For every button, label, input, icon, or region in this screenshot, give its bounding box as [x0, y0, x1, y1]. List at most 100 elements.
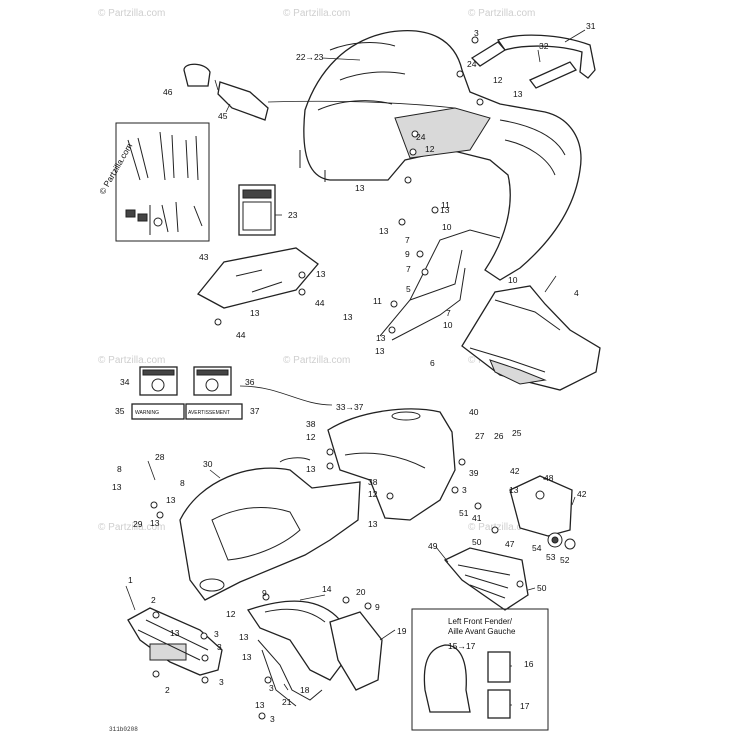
- callout-49: 49: [428, 541, 438, 551]
- callout-3: 3: [214, 629, 219, 639]
- footrest-49[interactable]: [443, 547, 529, 611]
- callout-13: 13: [509, 485, 519, 495]
- callout-31: 31: [586, 21, 596, 31]
- callout-47: 47: [505, 539, 515, 549]
- callout-37: 37: [250, 406, 260, 416]
- callout-16: 16: [524, 659, 534, 669]
- callout-9: 9: [375, 602, 380, 612]
- callout-44: 44: [236, 330, 246, 340]
- leader-lines: [125, 29, 586, 706]
- callout-25: 25: [512, 428, 522, 438]
- callout-34: 34: [120, 377, 130, 387]
- callout-13: 13: [343, 312, 353, 322]
- front-fender-30[interactable]: [179, 457, 361, 601]
- callout-28: 28: [155, 452, 165, 462]
- callout-13: 13: [112, 482, 122, 492]
- callout-13: 13: [166, 495, 176, 505]
- callout-22-23: 22→23: [296, 52, 324, 62]
- watermark-text: © Partzilla.com: [468, 522, 535, 533]
- callout-3: 3: [462, 485, 467, 495]
- callout-46: 46: [163, 87, 173, 97]
- callout-13: 13: [513, 89, 523, 99]
- support-bracket-6[interactable]: [379, 229, 501, 341]
- callout-13: 13: [150, 518, 160, 528]
- callout-10: 10: [443, 320, 453, 330]
- callout-17: 17: [520, 701, 530, 711]
- callout-7: 7: [406, 264, 411, 274]
- front-bumper-1[interactable]: [127, 607, 223, 676]
- watermark-text: © Partzilla.com: [468, 8, 535, 19]
- inset-ref: 15→17: [448, 641, 476, 651]
- callout-13: 13: [375, 346, 385, 356]
- callout-27: 27: [475, 431, 485, 441]
- callout-54: 54: [532, 543, 542, 553]
- callout-32: 32: [539, 41, 549, 51]
- watermark-text: © Partzilla.com: [98, 8, 165, 19]
- decal-23[interactable]: [238, 184, 276, 236]
- callout-40: 40: [469, 407, 479, 417]
- callout-6: 6: [430, 358, 435, 368]
- inset-title-1: Left Front Fender/: [448, 617, 513, 626]
- callout-4: 4: [574, 288, 579, 298]
- callout-2: 2: [151, 595, 156, 605]
- callout-23: 23: [288, 210, 298, 220]
- callout-20: 20: [356, 587, 366, 597]
- callout-10: 10: [508, 275, 518, 285]
- callout-13: 13: [239, 632, 249, 642]
- callout-3: 3: [219, 677, 224, 687]
- callout-26: 26: [494, 431, 504, 441]
- callout-13: 13: [250, 308, 260, 318]
- rear-mudguard-4[interactable]: [461, 285, 601, 391]
- mud-flap-19[interactable]: [329, 611, 383, 691]
- callout-51: 51: [459, 508, 469, 518]
- callout-21: 21: [282, 697, 292, 707]
- pulley-53-54[interactable]: [547, 532, 576, 550]
- left-front-fender-inset: Left Front Fender/ Aille Avant Gauche: [411, 608, 549, 731]
- callout-29: 29: [133, 519, 143, 529]
- watermark-text: © Partzilla.com: [283, 355, 350, 366]
- bracket-32[interactable]: [528, 61, 578, 89]
- callout-12: 12: [368, 489, 378, 499]
- callout-10: 10: [442, 222, 452, 232]
- callout-13: 13: [255, 700, 265, 710]
- callout-12: 12: [306, 432, 316, 442]
- callout-3: 3: [269, 683, 274, 693]
- callout-45: 45: [218, 111, 228, 121]
- callout-24: 24: [467, 59, 477, 69]
- drawing-code: 311b0208: [109, 726, 138, 733]
- callout-5: 5: [406, 284, 411, 294]
- front-left-fender-14[interactable]: [246, 600, 346, 681]
- callout-2: 2: [165, 685, 170, 695]
- callout-12: 12: [493, 75, 503, 85]
- clip-46[interactable]: [183, 63, 211, 87]
- callout-7: 7: [446, 308, 451, 318]
- callout-3: 3: [217, 642, 222, 652]
- callout-38: 38: [368, 477, 378, 487]
- callout-9: 9: [405, 249, 410, 259]
- heat-shield-43[interactable]: [197, 247, 319, 309]
- callout-30: 30: [203, 459, 213, 469]
- bracket-48[interactable]: [509, 475, 573, 537]
- tool-kit[interactable]: [115, 122, 210, 242]
- callout-12: 12: [425, 144, 435, 154]
- callout-43: 43: [199, 252, 209, 262]
- rear-grab-bar[interactable]: [470, 34, 596, 79]
- watermark-text: © Partzilla.com: [98, 522, 165, 533]
- callout-12: 12: [226, 609, 236, 619]
- rear-fender[interactable]: [299, 30, 582, 281]
- callout-33-37: 33→37: [336, 402, 364, 412]
- callout-13: 13: [440, 205, 450, 215]
- callout-24: 24: [416, 132, 426, 142]
- callout-13: 13: [306, 464, 316, 474]
- callout-13: 13: [355, 183, 365, 193]
- callout-42: 42: [510, 466, 520, 476]
- bracket-45[interactable]: [217, 81, 456, 121]
- decal-warning-text: WARNING: [135, 410, 159, 416]
- callout-1: 1: [128, 575, 133, 585]
- fuel-tank-cover[interactable]: [327, 408, 456, 521]
- decals-34-37[interactable]: WARNING AVERTISSEMENT: [131, 366, 333, 420]
- callout-3: 3: [474, 28, 479, 38]
- fender-support-18[interactable]: [257, 639, 323, 707]
